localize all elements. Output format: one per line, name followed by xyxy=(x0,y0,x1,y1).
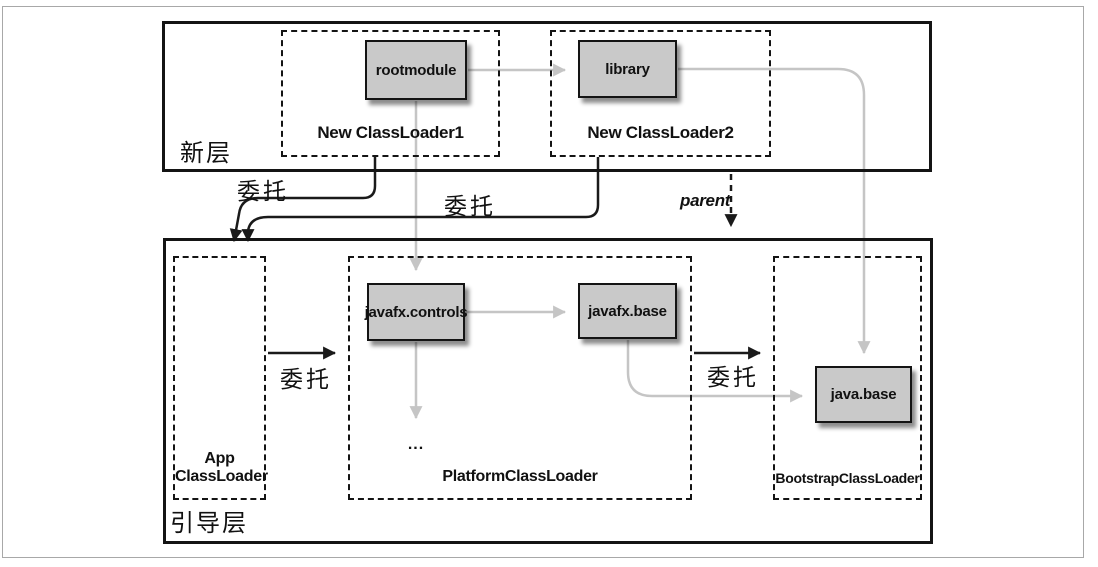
arrow-delegate-newcl1-to-appcl xyxy=(229,157,377,243)
arrow-javafx-base-to-java-base xyxy=(626,340,804,403)
new-classloader1-label: New ClassLoader1 xyxy=(317,123,464,143)
new-layer-box xyxy=(162,21,932,172)
new-classloader2-box: New ClassLoader2 xyxy=(550,30,771,157)
arrow-library-to-java-base xyxy=(678,67,871,355)
delegate-label-platform-to-bootstrap: 委托 xyxy=(707,364,759,390)
platform-classloader-box: PlatformClassLoader xyxy=(348,256,692,500)
app-classloader-box: App ClassLoader xyxy=(173,256,268,500)
new-layer-label: 新层 xyxy=(180,140,232,167)
parent-label: parent xyxy=(680,191,731,210)
module-rootmodule: rootmodule xyxy=(365,40,467,100)
new-classloader2-label: New ClassLoader2 xyxy=(587,123,734,143)
app-classloader-label-line1: App xyxy=(204,449,235,467)
module-library: library xyxy=(578,40,677,98)
delegate-label-newcl2: 委托 xyxy=(444,193,496,219)
bootstrap-classloader-label: BootstrapClassLoader xyxy=(775,469,920,486)
module-javafx-controls: javafx.controls xyxy=(364,283,468,341)
module-javafx-controls-label: javafx.controls xyxy=(364,303,468,321)
delegate-label-newcl1: 委托 xyxy=(237,178,289,204)
module-rootmodule-label: rootmodule xyxy=(375,61,457,79)
app-classloader-label-line2: ClassLoader xyxy=(175,467,268,485)
boot-layer-box xyxy=(163,238,933,544)
figure-frame xyxy=(2,6,1084,558)
new-classloader1-box: New ClassLoader1 xyxy=(281,30,500,157)
ellipsis-label: ... xyxy=(407,436,425,453)
module-java-base-label: java.base xyxy=(830,386,897,403)
boot-layer-label: 引导层 xyxy=(170,510,248,537)
module-javafx-base: javafx.base xyxy=(578,283,677,339)
arrow-delegate-newcl2-to-appcl xyxy=(241,157,600,243)
bootstrap-classloader-box: BootstrapClassLoader xyxy=(773,256,922,500)
delegate-label-app-to-platform: 委托 xyxy=(280,366,332,392)
platform-classloader-label: PlatformClassLoader xyxy=(442,467,598,485)
module-javafx-base-label: javafx.base xyxy=(588,302,667,320)
module-library-label: library xyxy=(605,60,650,78)
module-java-base: java.base xyxy=(815,366,912,423)
